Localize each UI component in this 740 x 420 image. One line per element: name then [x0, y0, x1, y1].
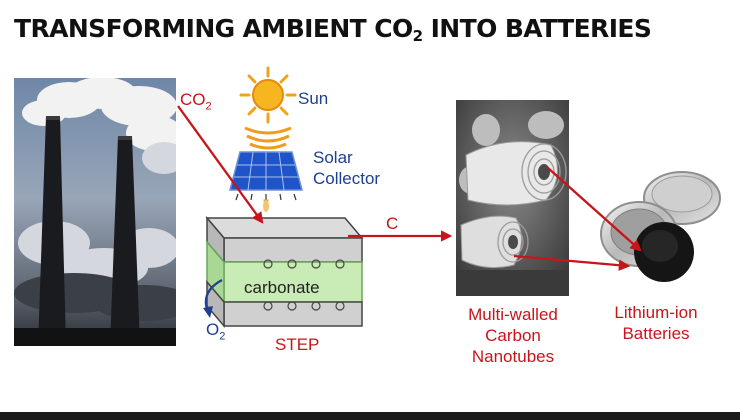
carbonate-label: carbonate	[244, 278, 320, 297]
nanotube-image	[456, 100, 569, 296]
smokestack-photo	[14, 78, 176, 346]
carbon-label: C	[386, 214, 399, 233]
sun-label: Sun	[298, 89, 329, 108]
solar-collector-label: Solar Collector	[313, 148, 381, 188]
co2-arrow	[177, 105, 264, 224]
lithium-batteries-label: Lithium-ion Batteries	[614, 303, 698, 343]
step-label: STEP	[275, 335, 320, 354]
coin-cell-battery-image	[594, 162, 726, 290]
sun-rays	[239, 66, 297, 124]
sun-disc	[252, 79, 284, 111]
bottom-rule	[0, 412, 740, 420]
co2-label: CO2	[180, 90, 212, 113]
o2-label: O2	[206, 320, 226, 343]
bottom-electrode	[223, 301, 363, 327]
top-electrode	[205, 217, 364, 239]
nanotubes-label: Multi-walled Carbon Nanotubes	[468, 305, 558, 366]
page-title: TRANSFORMING AMBIENT CO2 INTO BATTERIES	[14, 14, 652, 45]
